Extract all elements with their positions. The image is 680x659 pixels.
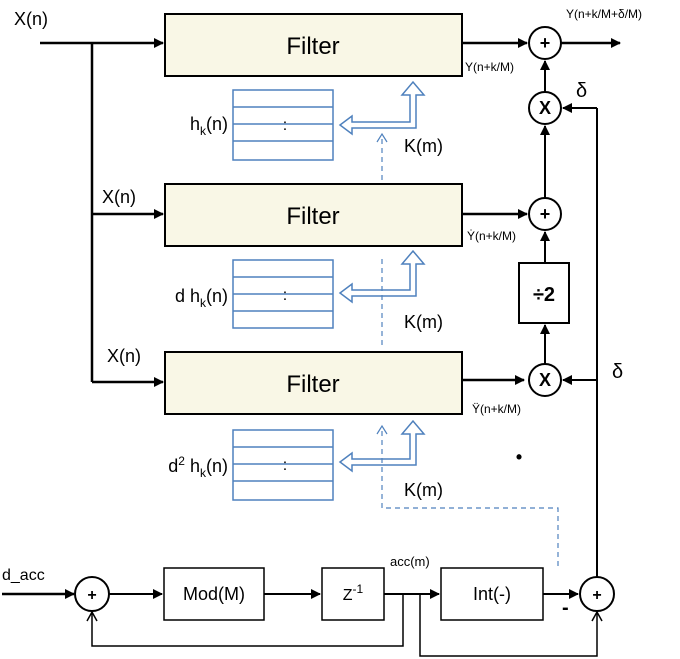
- table-ellipsis-2: :: [283, 287, 287, 304]
- combiner-network: + Y(n+k/M+δ/M) X δ + ÷2 X δ •: [516, 7, 642, 578]
- delta-label-right: δ: [612, 361, 623, 383]
- int-label: Int(-): [473, 584, 511, 604]
- coefficient-table-3: :: [232, 429, 334, 501]
- coefficient-table-2: :: [232, 259, 334, 329]
- input-label-1: X(n): [14, 9, 48, 29]
- input-label-3: X(n): [107, 346, 141, 366]
- minus-sign: -: [562, 597, 569, 619]
- k-address-arrow-2: [338, 249, 426, 304]
- filter-output-label-1: Y(n+k/M): [465, 60, 514, 74]
- delay-label: Z-1: [343, 582, 364, 604]
- filter-output-label-2: Ẏ(n+k/M): [467, 229, 516, 243]
- frac-adder-sign: +: [592, 587, 601, 604]
- int-block: [440, 567, 544, 621]
- table-ellipsis-3: :: [283, 457, 287, 474]
- filter-stage-3: Filter X(n) Ÿ(n+k/M) : d2 hk(n) K(m): [92, 346, 525, 508]
- filter-label-1: Filter: [286, 33, 339, 60]
- coefficient-label-3: d2 hk(n): [168, 454, 228, 480]
- coefficient-label-2: d hk(n): [175, 286, 228, 310]
- filter-output-label-3: Ÿ(n+k/M): [472, 402, 521, 416]
- delta-label-top: δ: [576, 80, 587, 102]
- k-label-1: K(m): [404, 136, 443, 156]
- acc-label: acc(m): [390, 554, 430, 569]
- acc-adder-sign: +: [87, 587, 96, 604]
- stray-dot: •: [516, 447, 522, 467]
- acc-to-frac-line: [419, 594, 598, 657]
- filter-block-1: [164, 13, 463, 77]
- k-dashed-feed: [382, 507, 559, 566]
- coefficient-label-1: hk(n): [190, 114, 228, 138]
- middle-adder-sign: +: [540, 204, 551, 224]
- filter-block-3: [164, 351, 463, 415]
- d-acc-label: d_acc: [2, 567, 45, 584]
- filter-stage-2: Filter X(n) Ẏ(n+k/M) : d hk(n) K(m): [92, 183, 528, 345]
- top-multiplier-sign: X: [539, 98, 551, 118]
- filter-stage-1: Filter X(n) Y(n+k/M) : hk(n) K(m): [14, 9, 528, 180]
- input-label-2: X(n): [102, 187, 136, 207]
- k-address-arrow-3: [338, 419, 426, 473]
- filter-label-2: Filter: [286, 203, 339, 230]
- k-address-arrow-1: [338, 80, 426, 136]
- output-adder-sign: +: [540, 33, 551, 53]
- table-ellipsis-1: :: [283, 117, 287, 134]
- k-label-3: K(m): [404, 480, 443, 500]
- accumulator-chain: d_acc + Mod(M) Z-1 acc(m) Int(-) - +: [2, 507, 615, 657]
- mod-block: [163, 567, 265, 621]
- output-label: Y(n+k/M+δ/M): [566, 7, 642, 21]
- k-label-2: K(m): [404, 312, 443, 332]
- bottom-multiplier-sign: X: [539, 370, 551, 390]
- acc-feedback-line: [91, 594, 404, 647]
- mod-label: Mod(M): [183, 584, 245, 604]
- coefficient-table-1: :: [232, 89, 334, 161]
- divide-by-two-label: ÷2: [533, 284, 555, 306]
- filter-label-3: Filter: [286, 371, 339, 398]
